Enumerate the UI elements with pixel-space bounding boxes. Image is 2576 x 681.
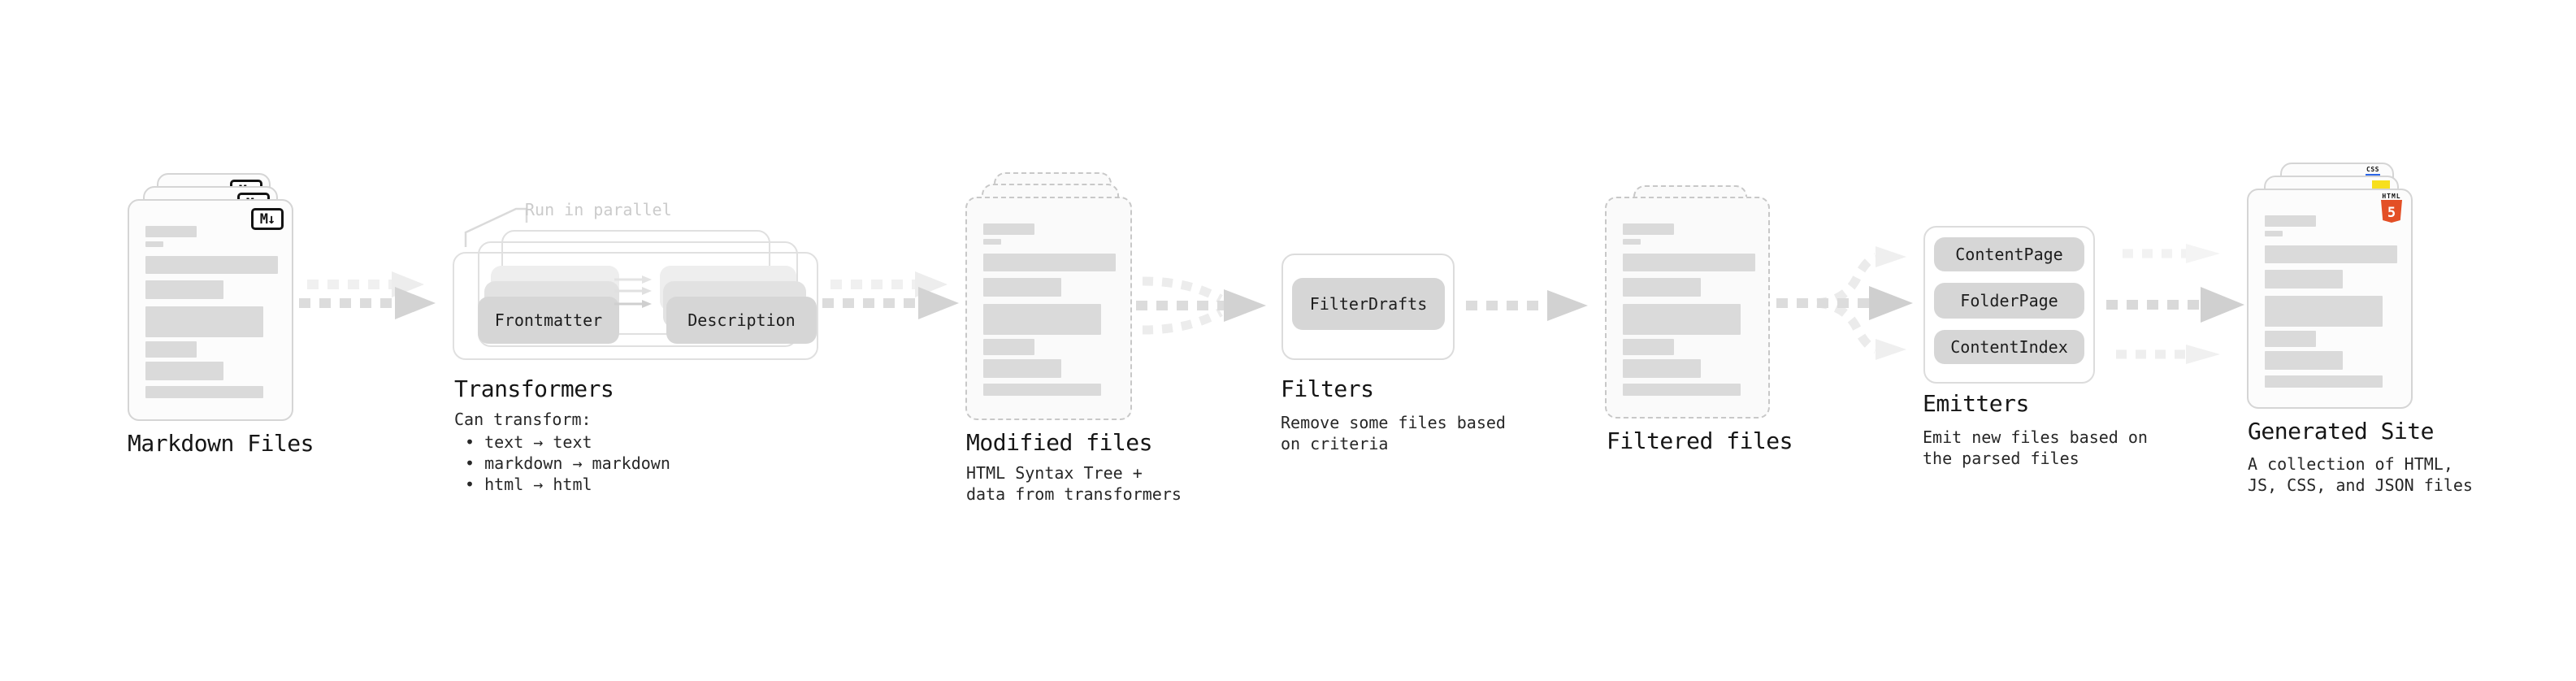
- placeholder-bar: [1623, 278, 1701, 297]
- text-placeholder-bars: [145, 226, 279, 401]
- folderpage-pill: FolderPage: [1934, 283, 2084, 319]
- description-pill: Description: [666, 297, 817, 344]
- transformer-box-front: [453, 252, 818, 360]
- arrow-markdown-to-transformers: [299, 271, 436, 319]
- placeholder-bar: [145, 226, 197, 237]
- filters-label: Filters: [1281, 375, 1374, 402]
- html5-number: 5: [2387, 205, 2396, 221]
- frontmatter-to-description-arrows: [614, 275, 652, 308]
- placeholder-bar: [983, 278, 1061, 297]
- emitters-desc: Emit new files based on: [1923, 427, 2148, 447]
- text-placeholder-bars: [983, 223, 1117, 398]
- modified-files-desc: HTML Syntax Tree +: [966, 463, 1143, 483]
- file-card-front: [965, 197, 1132, 420]
- placeholder-bar: [2265, 215, 2316, 227]
- file-card-front: M↓: [128, 199, 293, 421]
- placeholder-bar: [2265, 231, 2283, 236]
- file-card-front: [1605, 197, 1770, 419]
- arrow-modified-to-filters: [1136, 276, 1266, 335]
- filtered-files-label: Filtered files: [1607, 427, 1793, 454]
- placeholder-bar: [983, 254, 1116, 271]
- frontmatter-pill: Frontmatter: [478, 297, 619, 344]
- css-icon: CSS: [2365, 167, 2381, 176]
- placeholder-bar: [983, 359, 1061, 378]
- emitters-label: Emitters: [1923, 390, 2029, 417]
- arrow-filters-to-filtered: [1466, 290, 1588, 321]
- filters-desc: Remove some files based: [1281, 413, 1506, 432]
- run-in-parallel-callout-line: [464, 207, 528, 247]
- javascript-icon: [2372, 180, 2390, 189]
- markdown-icon: M↓: [251, 208, 284, 230]
- generated-site-desc: JS, CSS, and JSON files: [2248, 475, 2473, 495]
- arrow-transformers-to-modified: [822, 271, 959, 319]
- text-placeholder-bars: [1623, 223, 1756, 398]
- arrow-emitters-to-generated: [2106, 244, 2244, 364]
- placeholder-bar: [1623, 254, 1755, 271]
- placeholder-bar: [145, 256, 278, 274]
- run-in-parallel-note: Run in parallel: [525, 200, 672, 219]
- filters-desc: on criteria: [1281, 434, 1389, 453]
- placeholder-bar: [2265, 296, 2383, 327]
- placeholder-bar: [983, 339, 1034, 355]
- placeholder-bar: [145, 386, 263, 398]
- contentpage-pill: ContentPage: [1934, 237, 2084, 271]
- placeholder-bar: [1623, 339, 1674, 355]
- html5-icon: HTML 5: [2381, 193, 2402, 223]
- filterdrafts-pill: FilterDrafts: [1292, 278, 1445, 330]
- transformers-bullet: • markdown → markdown: [465, 453, 670, 473]
- placeholder-bar: [983, 384, 1101, 396]
- transformers-desc-title: Can transform:: [454, 410, 592, 429]
- placeholder-bar: [983, 304, 1101, 335]
- modified-files-label: Modified files: [966, 429, 1153, 456]
- placeholder-bar: [1623, 359, 1701, 378]
- placeholder-bar: [1623, 304, 1741, 335]
- placeholder-bar: [983, 239, 1001, 245]
- placeholder-bar: [2265, 375, 2383, 388]
- placeholder-bar: [145, 241, 163, 247]
- text-placeholder-bars: [2265, 215, 2398, 390]
- generated-site-desc: A collection of HTML,: [2248, 454, 2453, 474]
- placeholder-bar: [983, 223, 1034, 235]
- emitters-desc: the parsed files: [1923, 449, 2079, 468]
- placeholder-bar: [145, 306, 263, 337]
- markdown-files-label: Markdown Files: [128, 430, 314, 457]
- placeholder-bar: [1623, 223, 1674, 235]
- placeholder-bar: [2265, 245, 2397, 263]
- modified-files-desc: data from transformers: [966, 484, 1182, 504]
- placeholder-bar: [2265, 351, 2343, 370]
- file-card-front: HTML 5: [2247, 189, 2413, 409]
- placeholder-bar: [145, 362, 223, 380]
- transformers-bullet: • text → text: [465, 432, 592, 452]
- placeholder-bar: [2265, 331, 2316, 347]
- placeholder-bar: [1623, 239, 1641, 245]
- placeholder-bar: [145, 280, 223, 299]
- generated-site-label: Generated Site: [2248, 418, 2435, 445]
- placeholder-bar: [2265, 270, 2343, 288]
- contentindex-pill: ContentIndex: [1934, 330, 2084, 364]
- arrow-filtered-to-emitters: [1776, 246, 1913, 360]
- placeholder-bar: [1623, 384, 1741, 396]
- html5-shield: 5: [2381, 200, 2402, 223]
- transformers-label: Transformers: [454, 375, 614, 402]
- transformers-bullet: • html → html: [465, 475, 592, 494]
- placeholder-bar: [145, 341, 197, 358]
